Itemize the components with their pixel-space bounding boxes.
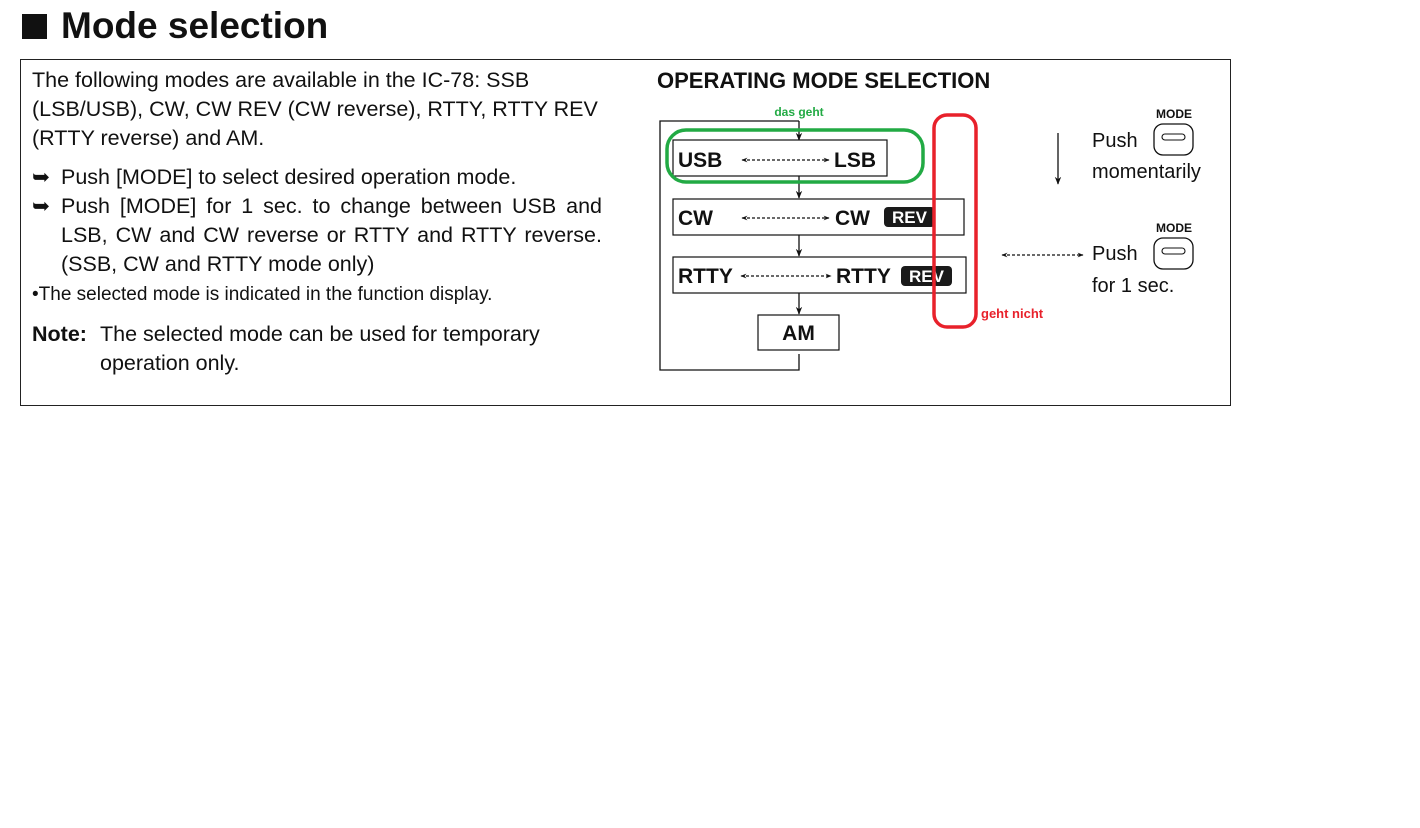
- mode-label-usb: USB: [678, 149, 722, 172]
- diagram-title: OPERATING MODE SELECTION: [657, 68, 990, 93]
- page-title: Mode selection: [61, 5, 329, 46]
- content-box: The following modes are available in the…: [20, 59, 1231, 406]
- legend-push-label: Push: [1092, 130, 1138, 152]
- step-arrow-icon: ➥: [32, 194, 51, 218]
- legend-momentarily-label: momentarily: [1092, 161, 1201, 183]
- note-paragraph: Note: The selected mode can be used for …: [32, 320, 602, 378]
- text-column: The following modes are available in the…: [32, 66, 602, 378]
- instruction-step-2-text: Push [MODE] for 1 sec. to change between…: [61, 194, 602, 276]
- mode-key-slot: [1161, 133, 1186, 141]
- rev-badge-cw-text: REV: [892, 208, 928, 227]
- mode-key-label-hold: MODE: [1156, 221, 1192, 235]
- annotation-does-not-work: geht nicht: [932, 113, 1044, 329]
- does-not-work-label: geht nicht: [981, 306, 1044, 321]
- rev-badge-rtty-text: REV: [909, 267, 945, 286]
- mode-row-cw: CW CW REV: [672, 198, 965, 236]
- loop-back-line: [659, 120, 800, 371]
- mode-row-am: AM: [757, 314, 840, 351]
- mode-key-label: MODE: [1156, 107, 1192, 121]
- intro-paragraph: The following modes are available in the…: [32, 68, 598, 150]
- heading-square-icon: [22, 13, 47, 39]
- mode-row-usb-lsb: USB LSB: [672, 139, 888, 177]
- mode-label-cw: CW: [678, 207, 713, 230]
- instruction-step-1: ➥ Push [MODE] to select desired operatio…: [32, 163, 602, 192]
- instruction-step-1-text: Push [MODE] to select desired operation …: [61, 165, 517, 189]
- works-label: das geht: [774, 105, 823, 119]
- legend-hold: Push for 1 sec. MODE: [1001, 221, 1194, 297]
- mode-label-rtty: RTTY: [678, 265, 733, 288]
- mode-box-am: [757, 314, 840, 351]
- mode-box-usb-lsb: [672, 139, 888, 177]
- mode-label-rtty-rev: RTTY: [836, 265, 891, 288]
- annotation-works: das geht: [665, 105, 925, 184]
- mode-key-slot-hold: [1161, 247, 1186, 255]
- rev-badge-rtty: [901, 266, 952, 286]
- rev-badge-cw: [884, 207, 935, 227]
- step-arrow-icon: ➥: [32, 165, 51, 189]
- note-text: The selected mode can be used for tempor…: [100, 322, 540, 375]
- legend-momentary: Push momentarily MODE: [1054, 107, 1201, 185]
- mode-label-am: AM: [782, 322, 815, 345]
- mode-row-rtty: RTTY RTTY REV: [672, 256, 967, 294]
- note-label: Note:: [32, 322, 87, 346]
- legend-push-hold-label: Push: [1092, 243, 1138, 265]
- does-not-work-highlight-outline: [932, 113, 978, 329]
- bullet-note: •The selected mode is indicated in the f…: [32, 284, 493, 305]
- mode-label-lsb: LSB: [834, 149, 876, 172]
- legend-1-sec-label: for 1 sec.: [1092, 275, 1174, 297]
- page-heading: Mode selection: [22, 4, 328, 48]
- instruction-step-2: ➥ Push [MODE] for 1 sec. to change betwe…: [32, 192, 602, 279]
- works-highlight-outline: [665, 128, 925, 184]
- mode-label-cw-rev: CW: [835, 207, 870, 230]
